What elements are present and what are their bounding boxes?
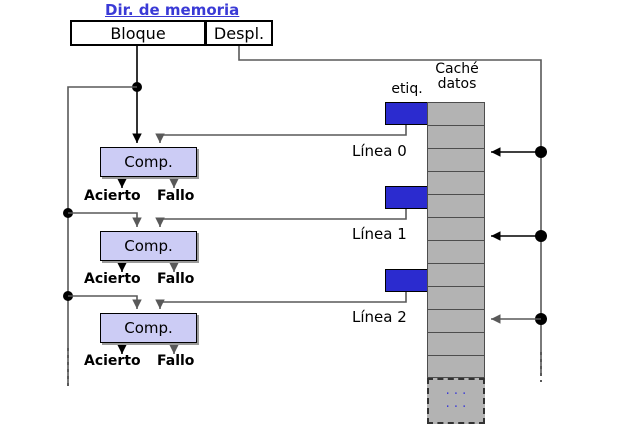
cache-data-cell[interactable] [427,240,485,263]
cache-data-cell[interactable] [427,332,485,355]
cache-data-cell[interactable] [427,217,485,240]
hit-label-2: Acierto [84,353,141,369]
page-title: Dir. de memoria [105,1,240,19]
miss-label-2: Fallo [157,353,195,369]
comparator-output-wires [117,177,179,354]
tag-box-line0[interactable] [385,102,428,125]
cache-data-cell[interactable] [427,355,485,378]
cache-data-cell[interactable] [427,286,485,309]
address-field-despl[interactable]: Despl. [205,20,273,46]
ellipsis-row-2: · · · [445,400,467,415]
tag-box-line2[interactable] [385,269,428,292]
hit-label-1: Acierto [84,271,141,287]
cache-tag-header: etiq. [391,81,423,97]
line-label-1: Línea 1 [352,225,407,243]
comparator-0[interactable]: Comp. [100,147,197,177]
bloque-bus [63,46,142,390]
despl-select-bus [238,46,547,382]
hit-label-0: Acierto [84,188,141,204]
comparator-1[interactable]: Comp. [100,231,197,261]
miss-label-1: Fallo [157,271,195,287]
cache-data-cell[interactable] [427,309,485,332]
address-field-bloque[interactable]: Bloque [70,20,206,46]
cache-data-cell[interactable] [427,171,485,194]
comparator-2[interactable]: Comp. [100,313,197,343]
cache-data-ellipsis-cell: · · · · · · [427,378,485,424]
cache-data-cell[interactable] [427,194,485,217]
cache-associative-diagram: Dir. de memoria Bloque Despl. etiq. Cach… [63,1,547,424]
miss-label-0: Fallo [157,188,195,204]
ellipsis-row-1: · · · [445,387,467,402]
cache-data-cell[interactable] [427,125,485,148]
tag-to-comparator-wires [155,125,407,309]
cache-data-cell[interactable] [427,148,485,171]
wiring-layer [63,46,547,390]
line-label-2: Línea 2 [352,308,407,326]
cache-data-cell[interactable] [427,263,485,286]
cache-data-column: · · · · · · [427,102,485,424]
cache-data-header-line1: Caché [435,61,479,77]
cache-data-header-line2: datos [437,76,477,92]
tag-box-line1[interactable] [385,186,428,209]
cache-data-cell[interactable] [427,102,485,125]
line-label-0: Línea 0 [352,142,407,160]
